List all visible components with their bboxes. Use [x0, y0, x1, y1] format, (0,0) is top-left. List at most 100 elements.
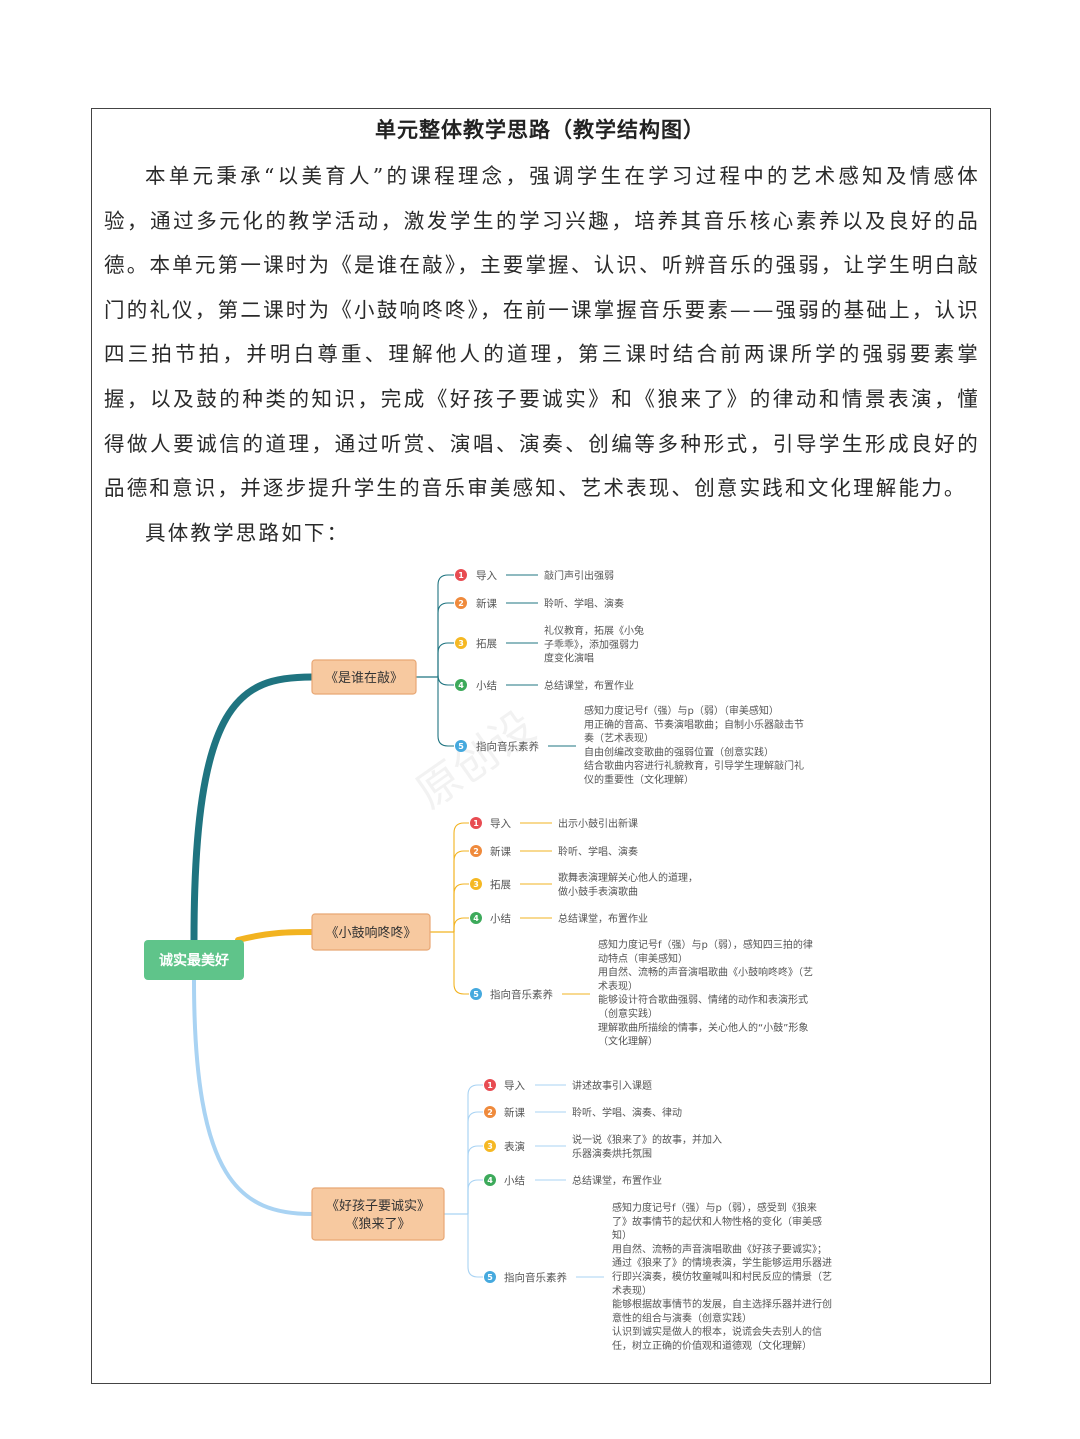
item-text: 能够设计符合歌曲强弱、情绪的动作和表演形式	[598, 993, 808, 1006]
item-number: 3	[487, 1142, 493, 1151]
item-text: 敲门声引出强弱	[544, 569, 614, 582]
main-branch	[190, 673, 316, 944]
sub-branch	[437, 574, 454, 677]
item-text: 做小鼓手表演歌曲	[558, 885, 638, 898]
item-text: 总结课堂，布置作业	[558, 912, 648, 925]
item-text: （文化理解）	[598, 1035, 658, 1048]
lesson-topic-label: 《是谁在敲》	[325, 670, 403, 686]
sub-branch	[437, 674, 454, 686]
item-text: 礼仪教育，拓展《小兔	[544, 624, 644, 637]
item-number: 4	[458, 681, 464, 690]
item-text: 子乖乖》，添加强弱力	[544, 638, 639, 651]
item-number-badge	[470, 817, 482, 829]
item-text: 能够根据故事情节的发展，自主选择乐器并进行创	[612, 1298, 832, 1311]
item-label: 指向音乐素养	[476, 740, 539, 753]
root-node	[144, 940, 244, 980]
item-number-badge	[455, 679, 467, 691]
item-text: 用正确的音高、节奏演唱歌曲；自制小乐器敲击节	[584, 718, 804, 731]
sub-branch	[437, 677, 454, 747]
item-text: 总结课堂，布置作业	[572, 1174, 662, 1187]
intro-paragraph: 本单元秉承“以美育人”的课程理念，强调学生在学习过程中的艺术感知及情感体验，通过…	[104, 164, 980, 501]
page-title: 单元整体教学思路（教学结构图）	[375, 117, 705, 142]
sub-branch	[453, 850, 469, 932]
item-text: 聆听、学唱、演奏	[544, 597, 624, 610]
item-label: 新课	[490, 845, 511, 858]
item-text: 聆听、学唱、演奏、律动	[572, 1106, 682, 1119]
item-number-badge	[484, 1079, 496, 1091]
item-label: 新课	[476, 597, 497, 610]
watermark: 原创设	[407, 702, 544, 819]
sub-branch	[453, 822, 469, 932]
item-text: 乐器演奏烘托氛围	[572, 1147, 652, 1160]
main-branch	[192, 978, 314, 1216]
item-number-badge	[455, 637, 467, 649]
sub-branch	[467, 1145, 483, 1214]
lesson-topic-box	[311, 913, 431, 951]
sub-branch	[437, 602, 454, 677]
intro-lead: 具体教学思路如下：	[145, 520, 350, 545]
item-number: 5	[458, 742, 464, 751]
item-label: 新课	[504, 1106, 525, 1119]
item-number: 5	[487, 1273, 493, 1282]
sub-branch	[467, 1179, 483, 1214]
item-label: 导入	[476, 570, 497, 582]
main-branch	[235, 929, 315, 943]
sub-branch	[453, 932, 469, 995]
item-text: 出示小鼓引出新课	[558, 817, 638, 830]
item-text: 奏（艺术表现）	[584, 732, 654, 745]
item-text: 说一说《狼来了》的故事，并加入	[572, 1133, 722, 1146]
item-number-badge	[470, 878, 482, 890]
item-text: 动特点（审美感知）	[598, 952, 688, 965]
item-number-badge	[455, 597, 467, 609]
item-number-badge	[484, 1140, 496, 1152]
item-number-badge	[484, 1174, 496, 1186]
item-text: 用自然、流畅的声音演唱歌曲《好孩子要诚实》；	[612, 1242, 827, 1255]
item-number: 2	[458, 599, 464, 608]
item-text: 行即兴演奏，模仿牧童喊叫和村民反应的情景（艺	[612, 1270, 832, 1283]
item-text: 知）	[612, 1229, 632, 1242]
item-number: 5	[473, 990, 479, 999]
item-number: 1	[473, 819, 479, 828]
item-number-badge	[470, 845, 482, 857]
sub-branch	[453, 917, 469, 932]
item-text: 感知力度记号f（强）与p（弱），感受到《狼来	[612, 1201, 817, 1214]
lesson-topic-label: 《好孩子要诚实》	[326, 1199, 430, 1214]
sub-branch	[453, 883, 469, 932]
lesson-topic-label: 《小鼓响咚咚》	[325, 925, 416, 941]
item-label: 小结	[490, 912, 511, 925]
item-label: 指向音乐素养	[490, 988, 553, 1001]
item-text: 意性的组合与演奏（创意实践）	[612, 1311, 752, 1324]
item-text: 用自然、流畅的声音演唱歌曲《小鼓响咚咚》（艺	[598, 966, 813, 979]
item-label: 指向音乐素养	[504, 1271, 567, 1284]
item-text: 术表现）	[612, 1284, 652, 1297]
item-number-badge	[484, 1271, 496, 1283]
item-number: 4	[487, 1176, 493, 1185]
item-number: 1	[487, 1081, 493, 1090]
item-number: 2	[487, 1108, 493, 1117]
item-number-badge	[455, 569, 467, 581]
item-label: 表演	[504, 1140, 525, 1153]
item-text: 聆听、学唱、演奏	[558, 845, 638, 858]
item-label: 小结	[476, 679, 497, 692]
item-text: 了》故事情节的起伏和人物性格的变化（审美感	[612, 1215, 822, 1228]
item-text: 认识到诚实是做人的根本，说谎会失去别人的信	[612, 1325, 822, 1338]
item-text: 总结课堂，布置作业	[544, 679, 634, 692]
item-number-badge	[484, 1106, 496, 1118]
item-label: 导入	[504, 1080, 525, 1092]
item-text: 理解歌曲所描绘的情事，关心他人的“小鼓”形象	[598, 1021, 808, 1034]
sub-branch	[467, 1214, 483, 1278]
sub-branch	[467, 1111, 483, 1214]
item-text: 自由创编改变歌曲的强弱位置（创意实践）	[584, 745, 774, 758]
item-number: 3	[473, 880, 479, 889]
item-text: 讲述故事引入课题	[572, 1079, 652, 1092]
item-label: 导入	[490, 818, 511, 830]
item-number-badge	[455, 740, 467, 752]
item-text: 感知力度记号f（强）与p（弱）（审美感知）	[584, 704, 779, 717]
item-text: 度变化演唱	[544, 652, 594, 665]
item-text: 通过《狼来了》的情境表演，学生能够运用乐器进	[612, 1256, 832, 1269]
lesson-topic-label: 《狼来了》	[345, 1217, 410, 1232]
item-text: 结合歌曲内容进行礼貌教育，引导学生理解敲门礼	[584, 759, 804, 772]
lesson-topic-box	[311, 1187, 445, 1241]
item-text: 仪的重要性（文化理解）	[584, 773, 694, 786]
